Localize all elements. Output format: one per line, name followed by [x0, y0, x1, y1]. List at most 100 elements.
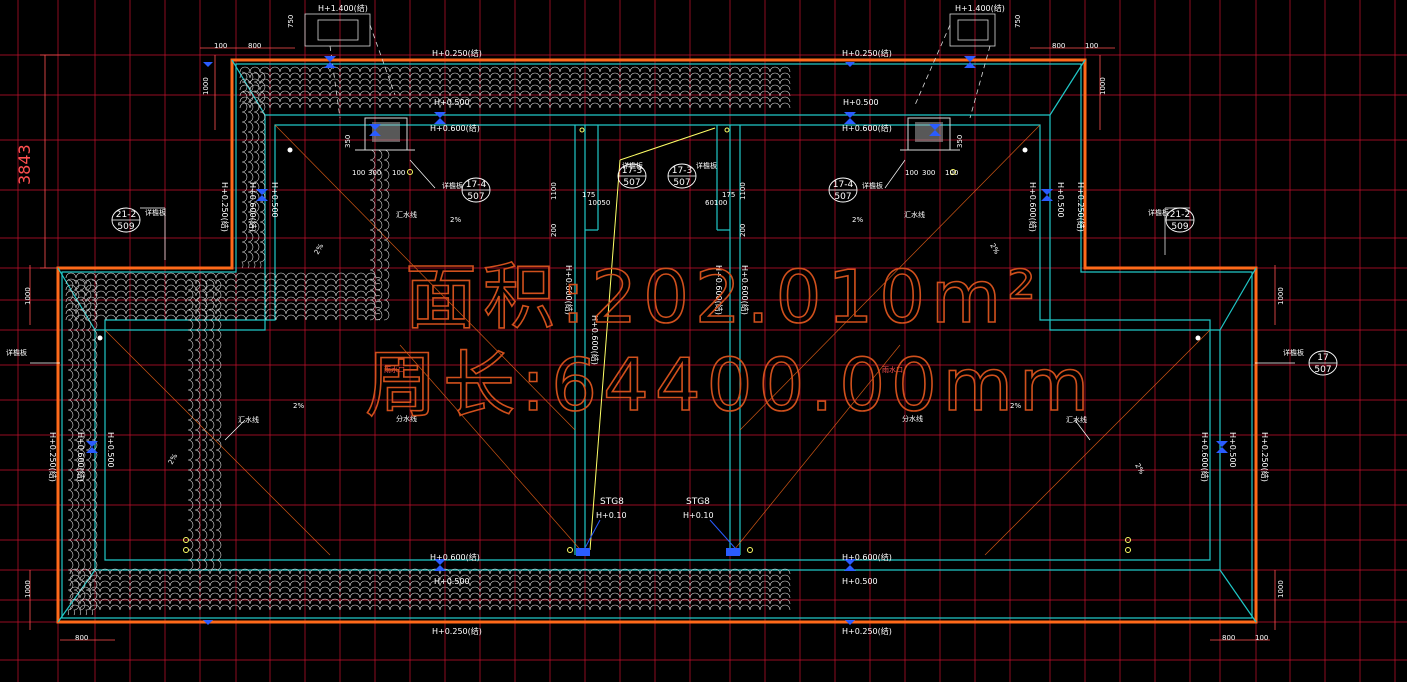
tile-column	[208, 279, 215, 571]
callout-sheet: 509	[1171, 222, 1188, 232]
gutter-label: 详檐板	[1148, 208, 1169, 217]
dimension-label: 1000	[1277, 580, 1285, 598]
dimension-label: 1000	[24, 287, 32, 305]
tile-column	[369, 149, 376, 321]
top-right-fixture	[914, 13, 996, 119]
tile-row	[65, 278, 381, 285]
callout-number: 17-3	[622, 166, 642, 176]
tile-row	[239, 102, 791, 109]
tile-column	[67, 279, 74, 616]
elevation-marker	[844, 112, 856, 124]
dimension-label: 750	[1014, 15, 1022, 28]
callout-number: 17-4	[466, 180, 487, 190]
dimension-label: 1000	[24, 580, 32, 598]
elevation-label: H+0.600(结)	[1028, 182, 1038, 232]
tile-row	[65, 302, 381, 309]
roof-tiles	[65, 66, 791, 616]
elevation-label: H+0.600(结)	[842, 123, 892, 133]
tile-row	[69, 598, 791, 605]
tile-row	[69, 604, 791, 611]
elevation-label: H+0.600(结)	[714, 265, 724, 315]
drain-label: 汇水线	[904, 210, 925, 219]
dimension-label: 1100	[550, 182, 558, 200]
elevation-marker	[434, 559, 446, 571]
parapet-marker	[203, 62, 213, 67]
gutter-label: 详檐板	[1283, 348, 1304, 357]
dimension-label: 750	[287, 15, 295, 28]
elevation-label: H+0.600(结)	[430, 552, 480, 562]
elevation-label: H+0.500	[434, 577, 470, 586]
area-text: 面积:202.010m²	[405, 255, 1042, 339]
dimension-label: 200	[739, 224, 747, 237]
tile-column	[201, 279, 208, 571]
dimension-label: 800	[1052, 42, 1065, 50]
elevation-label: H+0.250(结)	[842, 48, 892, 58]
gutter-label: 详檐板	[145, 208, 166, 217]
tile-row	[69, 586, 791, 593]
drain-label: 汇水线	[1066, 415, 1087, 424]
elevation-markers	[86, 56, 1228, 625]
slope-label: 2%	[313, 242, 326, 256]
slope-label: 2%	[450, 216, 461, 224]
slope-line-2	[619, 127, 716, 161]
dimension-label: 3843	[15, 144, 34, 185]
elevation-marker	[434, 112, 446, 124]
gutter-label: 详檐板	[862, 181, 883, 190]
parapet-marker	[845, 62, 855, 67]
callout-number: 17-4	[833, 180, 854, 190]
callout-sheet: 507	[834, 192, 851, 202]
dimension-label: 100	[1085, 42, 1098, 50]
elevation-label: H+1.400(结)	[318, 3, 368, 13]
elevation-label: H+0.600(结)	[564, 265, 574, 315]
tile-row	[239, 72, 791, 79]
tile-column	[383, 149, 390, 321]
leader-lines	[30, 159, 1295, 441]
elevation-marker	[369, 124, 381, 136]
elevation-label: H+0.250(结)	[432, 48, 482, 58]
dimension-label: 100	[392, 169, 405, 177]
tile-column	[376, 149, 383, 321]
elevation-label: H+1.400(结)	[955, 3, 1005, 13]
elevation-marker	[86, 441, 98, 453]
tile-row	[239, 78, 791, 85]
tile-row	[69, 580, 791, 587]
callout-sheet: 507	[623, 178, 640, 188]
elevation-label: H+0.500	[270, 182, 279, 218]
tile-row	[65, 284, 381, 291]
dimension-label: 175	[722, 191, 735, 199]
tile-column	[253, 71, 260, 269]
callout-number: 17-3	[672, 166, 692, 176]
callout-number: 21-2	[116, 210, 136, 220]
slope-label: 2%	[988, 242, 1001, 256]
elevation-marker	[929, 124, 941, 136]
elevation-label: H+0.600(结)	[248, 182, 258, 232]
slope-label: 2%	[1010, 402, 1021, 410]
tile-column	[259, 71, 266, 269]
dimension-label: 100	[945, 169, 958, 177]
callout-number: 17	[1317, 353, 1328, 363]
tile-column	[91, 279, 98, 616]
dimension-label: 10050	[588, 199, 610, 207]
dimension-label: 100	[352, 169, 365, 177]
slope-line	[589, 159, 621, 551]
outlet-dots	[183, 127, 1131, 553]
callout-sheet: 509	[117, 222, 134, 232]
parapet-walls	[57, 59, 1257, 623]
gutter-label: 详檐板	[622, 161, 643, 170]
corner-dots	[97, 147, 1201, 341]
dimension-label: 800	[1222, 634, 1235, 642]
elevation-marker	[964, 56, 976, 68]
elevation-label: H+0.500	[1056, 182, 1065, 218]
dimension-label: 800	[248, 42, 261, 50]
elevation-label: H+0.500	[1228, 432, 1237, 468]
elevation-label: H+0.600(结)	[430, 123, 480, 133]
outlet-label: 雨水口	[882, 365, 903, 374]
dimension-label: 350	[956, 135, 964, 148]
dimension-label: 60100	[705, 199, 727, 207]
tile-row	[69, 574, 791, 581]
tile-row	[65, 314, 381, 321]
stg-label: STG8	[686, 497, 710, 507]
